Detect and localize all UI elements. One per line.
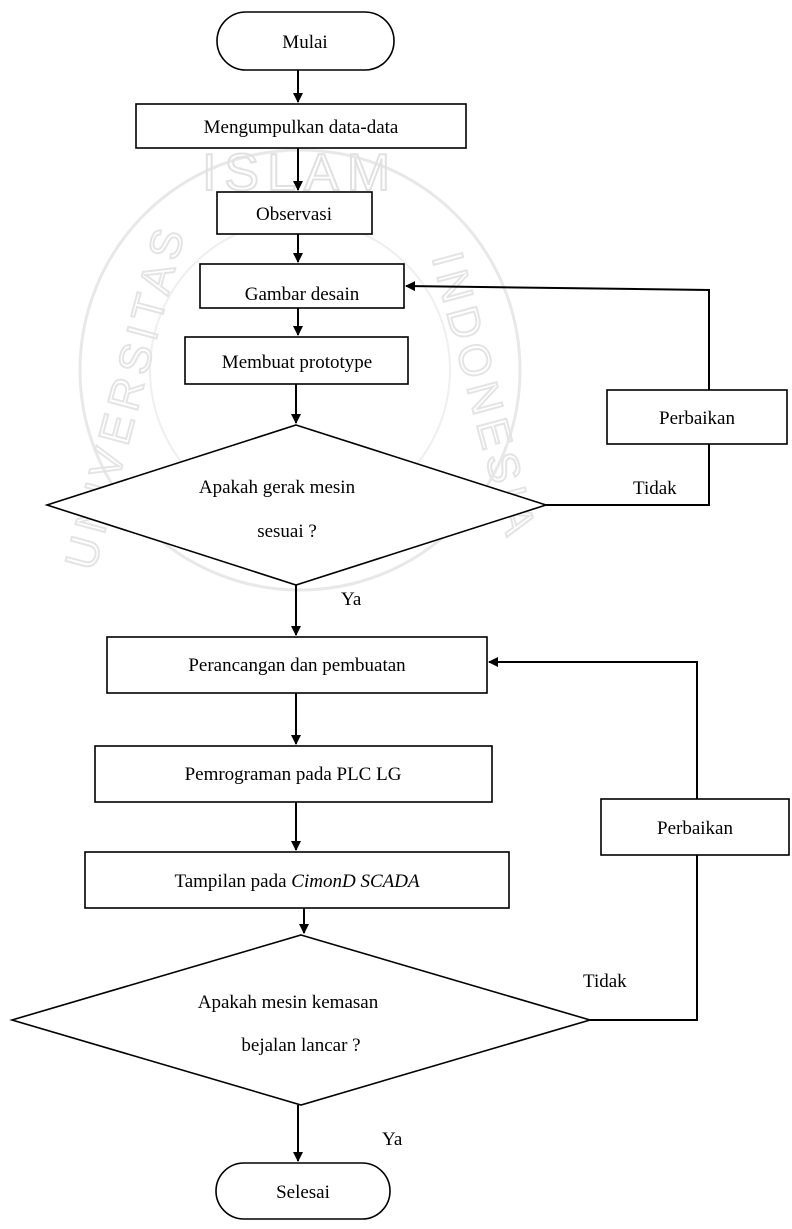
display-label-emph: CimonD SCADA — [291, 871, 420, 892]
end-label: Selesai — [276, 1182, 330, 1203]
prototype-box — [184, 336, 409, 385]
collect-label: Mengumpulkan data-data — [204, 117, 399, 138]
design-label: Gambar desain — [245, 284, 360, 305]
build-box — [106, 636, 488, 694]
fix1-label: Perbaikan — [659, 408, 735, 429]
display-label: Tampilan pada CimonD SCADA — [174, 871, 420, 892]
no2-label: Tidak — [583, 971, 627, 992]
decision2-diamond — [9, 934, 593, 1106]
programming-label: Pemrograman pada PLC LG — [185, 764, 402, 785]
line-decision1-fix1 — [546, 444, 710, 506]
programming-box — [94, 745, 493, 803]
connectors — [291, 70, 710, 1162]
start-label: Mulai — [282, 32, 327, 53]
build-label: Perancangan dan pembuatan — [188, 655, 406, 676]
yes2-label: Ya — [382, 1129, 403, 1150]
yes1-label: Ya — [341, 589, 362, 610]
decision1-line1: Apakah gerak mesin — [199, 477, 356, 498]
arrow-fix1-design — [405, 281, 710, 390]
observe-box — [216, 191, 373, 235]
fix2-box — [600, 798, 790, 856]
decision1-line2: sesuai ? — [257, 521, 317, 542]
arrow-fix2-build — [488, 657, 698, 799]
observe-label: Observasi — [256, 204, 332, 225]
decision2-line2: bejalan lancar ? — [241, 1035, 360, 1056]
design-box — [199, 263, 405, 309]
no1-label: Tidak — [633, 478, 677, 499]
fix2-label: Perbaikan — [657, 818, 733, 839]
decision2-line1: Apakah mesin kemasan — [198, 992, 379, 1013]
display-box — [84, 851, 510, 909]
end-terminator — [215, 1162, 391, 1220]
line-decision2-fix2 — [590, 855, 698, 1021]
start-terminator — [216, 11, 395, 71]
prototype-label: Membuat prototype — [222, 352, 372, 373]
collect-box — [135, 103, 467, 149]
fix1-box — [606, 389, 788, 445]
